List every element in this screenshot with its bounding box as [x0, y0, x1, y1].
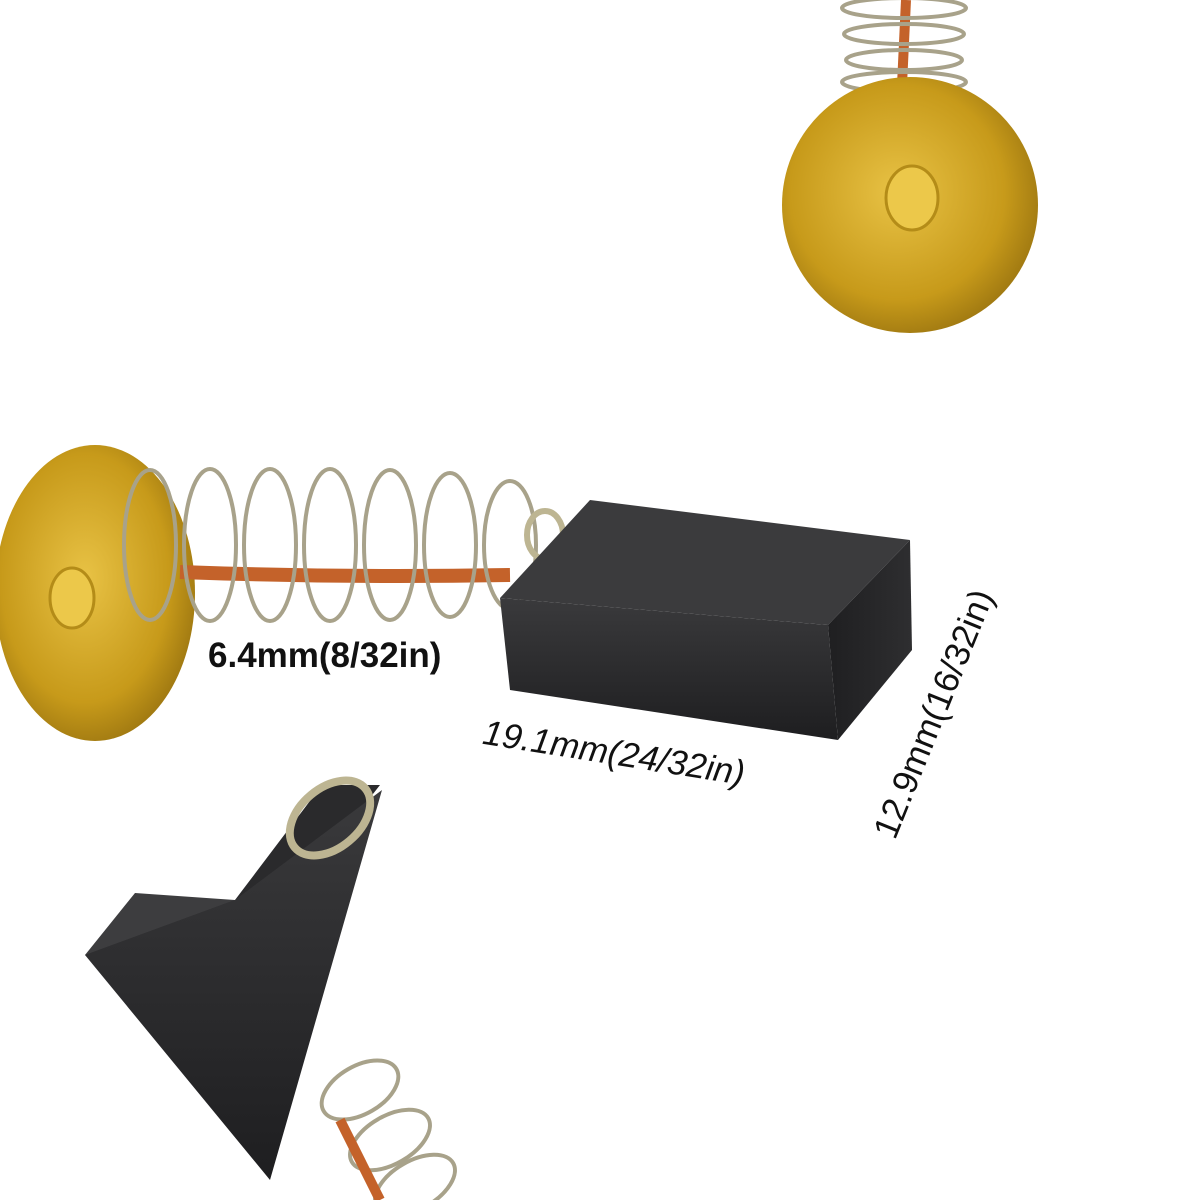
solder-point	[48, 566, 96, 630]
spring	[319, 1058, 457, 1200]
brass-disc	[0, 445, 195, 741]
top-right-brush	[782, 0, 1038, 333]
copper-wire	[179, 565, 511, 583]
carbon-block-body	[85, 790, 382, 1180]
spring	[122, 467, 538, 623]
spring-end-ring	[285, 776, 375, 860]
copper-wire	[335, 1117, 385, 1200]
spring	[840, 0, 968, 94]
carbon-block-side	[828, 540, 912, 740]
thickness-dimension-label: 6.4mm(8/32in)	[208, 636, 442, 675]
carbon-block-top	[500, 500, 910, 625]
carbon-block-front	[85, 785, 380, 965]
bottom-left-brush	[85, 776, 457, 1200]
solder-point	[884, 164, 940, 232]
carbon-block-front	[500, 598, 838, 740]
center-brush	[0, 445, 912, 741]
